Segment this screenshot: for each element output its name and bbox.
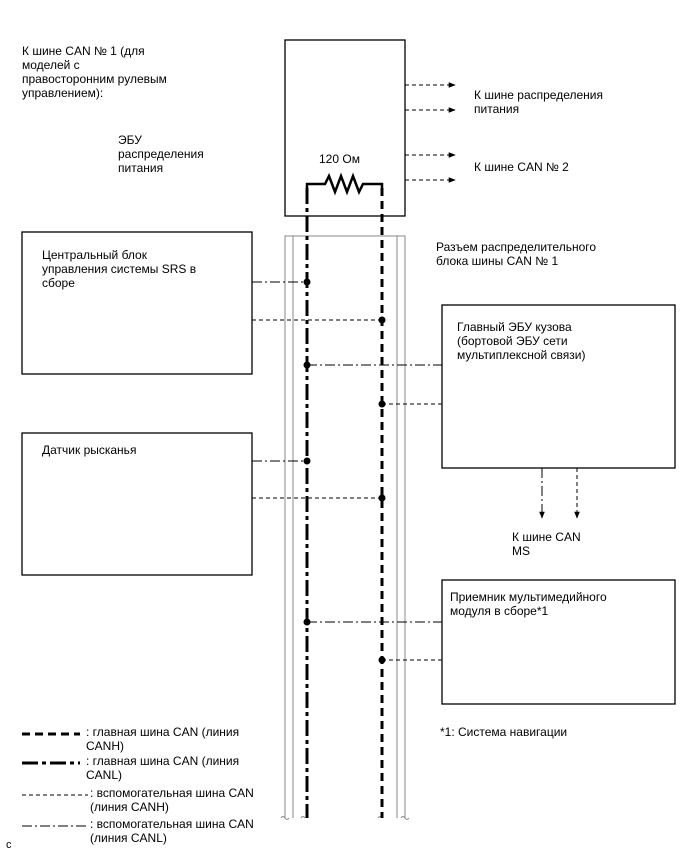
junction — [378, 656, 386, 664]
junction — [378, 494, 386, 502]
power-bus-label: К шине распределения питания — [474, 88, 603, 116]
can1-title: К шине CAN № 1 (для моделей с правосторо… — [22, 44, 167, 100]
ecu-output-arrows — [405, 82, 456, 183]
srs-block — [21, 231, 253, 375]
legend-item: : вспомогательная шина CAN (линия CANL) — [90, 817, 254, 845]
can-ms-arrows — [539, 468, 580, 519]
yaw-block — [21, 432, 253, 576]
legend-item: : главная шина CAN (линия CANL) — [86, 754, 240, 782]
multimedia-block — [441, 579, 676, 705]
body-ecu-block — [441, 304, 676, 469]
connector-label: Разъем распределительного блока шины CAN… — [436, 240, 597, 268]
srs-label: Центральный блок управления системы SRS … — [42, 248, 197, 290]
can-ms-label: К шине CAN MS — [512, 530, 581, 558]
junction — [303, 618, 311, 626]
ecu-power-label: ЭБУ распределения питания — [118, 133, 204, 175]
resistor — [305, 172, 384, 196]
multimedia-label: Приемник мультимедийного модуля в сборе*… — [450, 590, 607, 618]
resistor-label: 120 Ом — [319, 152, 360, 166]
footnote: *1: Система навигации — [440, 725, 568, 739]
yaw-label: Датчик рысканья — [42, 443, 137, 457]
legend-item: : вспомогательная шина CAN (линия CANH) — [90, 786, 254, 814]
junction — [378, 316, 386, 324]
can2-label: К шине CAN № 2 — [474, 160, 569, 174]
connector-ticks — [280, 816, 410, 820]
body-ecu-label: Главный ЭБУ кузова (бортовой ЭБУ сети му… — [457, 320, 586, 362]
junction — [303, 278, 311, 286]
legend-item: : главная шина CAN (линия CANH) — [86, 725, 240, 753]
junction — [378, 400, 386, 408]
junction — [303, 361, 311, 369]
corner-mark: c — [6, 839, 12, 851]
ecu-power-box — [284, 39, 406, 217]
legend-swatches — [22, 732, 88, 827]
junction — [303, 457, 311, 465]
connector-outline — [284, 235, 406, 818]
